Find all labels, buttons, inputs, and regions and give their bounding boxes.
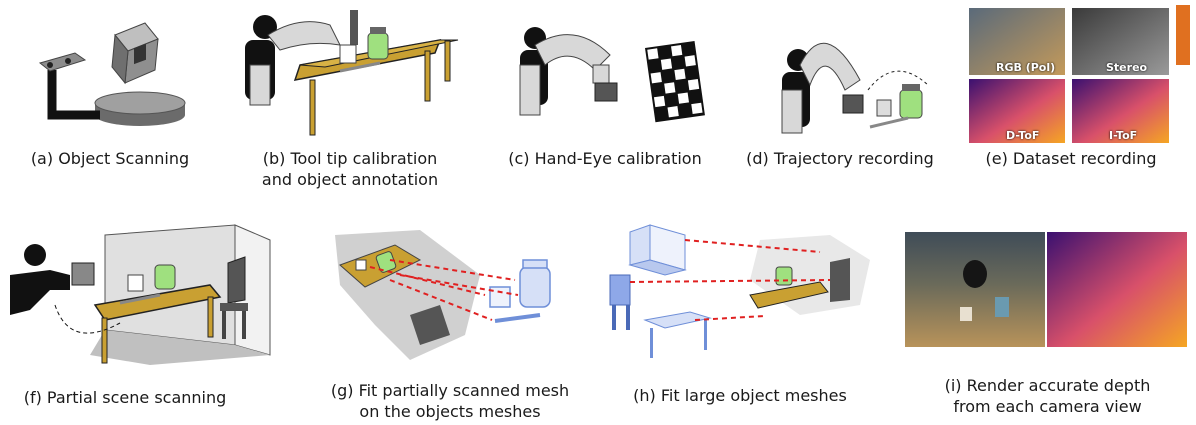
render-depth-images xyxy=(905,232,1187,347)
caption-d: (d) Trajectory recording xyxy=(746,149,934,168)
object-scanning-illustration xyxy=(38,22,186,126)
caption-a: (a) Object Scanning xyxy=(30,149,190,168)
trajectory-illustration xyxy=(781,42,929,134)
fit-mesh-illustration xyxy=(335,230,551,360)
label-dtof: D-ToF xyxy=(1006,129,1040,142)
label-itof: I-ToF xyxy=(1109,129,1138,142)
caption-i-line2: from each camera view xyxy=(953,397,1142,416)
checkerboard-icon xyxy=(645,41,705,123)
panel-fit-large-meshes: (h) Fit large object meshes xyxy=(600,220,890,405)
caption-i-line1: (i) Render accurate depth xyxy=(944,376,1151,395)
label-rgb-pol: RGB (Pol) xyxy=(996,61,1056,74)
caption-b-line1: (b) Tool tip calibration xyxy=(262,149,438,168)
panel-hand-eye-calibration: (c) Hand-Eye calibration xyxy=(505,20,705,168)
caption-f: (f) Partial scene scanning xyxy=(23,388,227,407)
caption-g-line2: on the objects meshes xyxy=(359,402,541,421)
panel-trajectory-recording: (d) Trajectory recording xyxy=(740,15,940,168)
caption-c: (c) Hand-Eye calibration xyxy=(508,149,702,168)
caption-b-line2: and object annotation xyxy=(261,170,439,189)
large-mesh-illustration xyxy=(609,224,870,358)
hand-eye-illustration xyxy=(519,27,705,123)
caption-g-line1: (g) Fit partially scanned mesh xyxy=(330,381,570,400)
panel-tool-tip-calibration: (b) Tool tip calibration and object anno… xyxy=(240,5,460,189)
caption-e: (e) Dataset recording xyxy=(985,149,1157,168)
partial-scene-illustration xyxy=(10,224,271,365)
caption-h: (h) Fit large object meshes xyxy=(633,386,847,405)
label-stereo: Stereo xyxy=(1106,61,1148,74)
panel-partial-scene-scanning: (f) Partial scene scanning xyxy=(10,215,280,407)
tool-tip-illustration xyxy=(245,10,459,136)
dataset-grid xyxy=(969,5,1190,143)
panel-fit-scanned-mesh: (g) Fit partially scanned mesh on the ob… xyxy=(320,225,590,421)
panel-object-scanning: (a) Object Scanning xyxy=(30,15,210,168)
panel-dataset-recording: RGB (Pol) Stereo D-ToF I-ToF (e) Dataset… xyxy=(966,5,1196,168)
panel-render-depth: (i) Render accurate depth from each came… xyxy=(905,232,1190,422)
